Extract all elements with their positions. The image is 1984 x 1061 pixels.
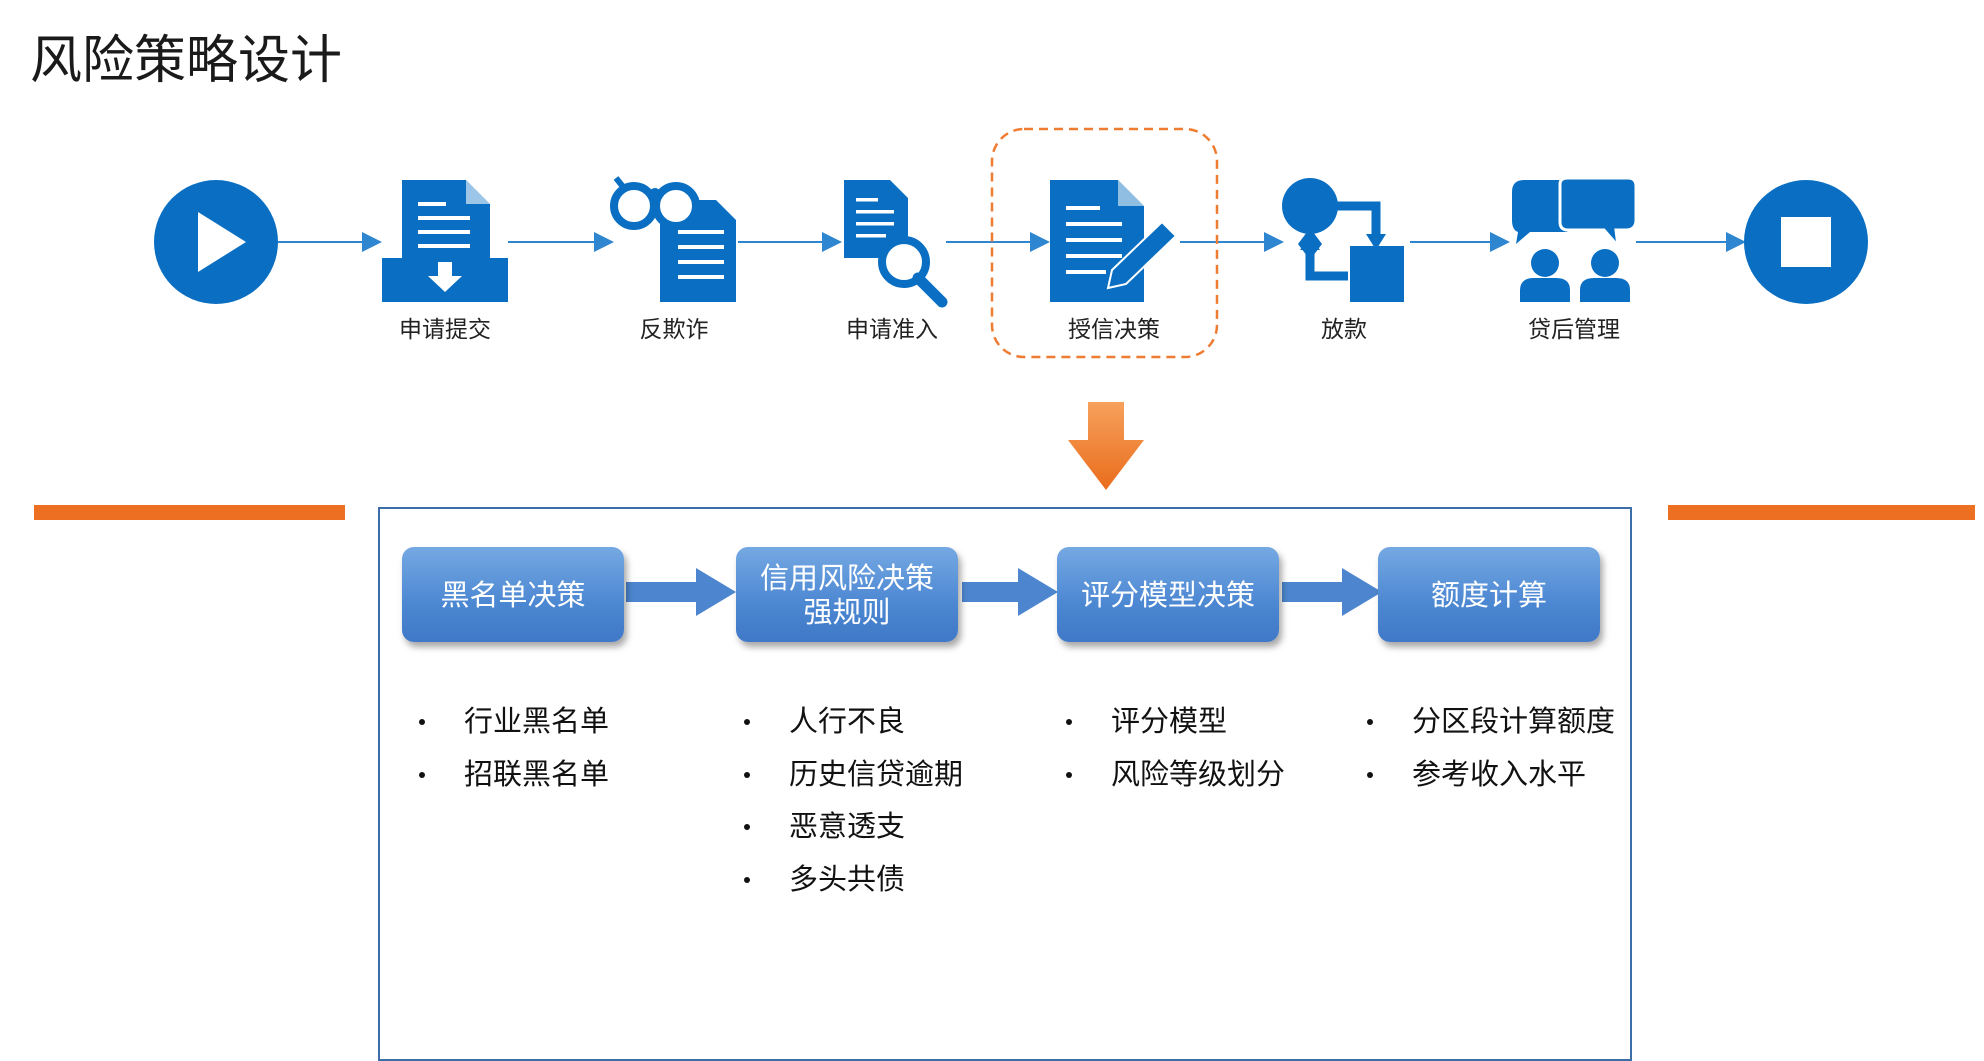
input-item: 设备环境数据: [52, 655, 317, 708]
list-item-label: 历史信贷逾期: [789, 756, 964, 791]
bullets-scoring: 评分模型 风险等级划分: [1066, 695, 1285, 800]
step-label-admission: 申请准入: [846, 317, 938, 343]
input-item-label: 设备环境数据: [114, 664, 289, 698]
list-item-label: 人行不良: [789, 704, 906, 738]
input-item: 月收入、社保缴: [52, 761, 317, 814]
input-panel-title: 输入:: [52, 549, 139, 590]
input-panel-shape: [34, 505, 345, 520]
bullet-dot-icon: [1066, 771, 1072, 778]
stage-label: 信用风险决策: [759, 560, 934, 595]
bullet-dot-icon: [1367, 771, 1373, 778]
play-circle-icon: [154, 180, 278, 304]
stage-label: 黑名单决策: [440, 577, 586, 612]
checkbox-icon: [58, 777, 75, 794]
checkbox-icon: [1690, 674, 1707, 691]
list-item-label: 招联黑名单: [464, 756, 610, 791]
list-item: 恶意透支: [744, 800, 963, 853]
bullet-dot-icon: [419, 771, 425, 778]
highlight-frame: [990, 127, 1219, 359]
stage-scoring: 评分模型决策: [1057, 547, 1279, 642]
bullet-dot-icon: [1066, 719, 1072, 725]
list-item-label: 行业黑名单: [464, 704, 610, 738]
document-download-icon: [382, 180, 508, 302]
transfer-icon: [1282, 178, 1404, 302]
list-item: 多头共债: [744, 853, 963, 906]
page-title: 风险策略设计: [30, 31, 343, 91]
list-item: 评分模型: [1066, 695, 1285, 748]
output-panel: 输出: 通过/拒绝/人工 信用评分 风险等级 额度: [1684, 543, 1940, 817]
output-item: 通过/拒绝/人工: [1684, 605, 1940, 658]
output-panel-title: 输出:: [1684, 552, 1771, 593]
checkbox-icon: [58, 618, 75, 635]
step-label-apply: 申请提交: [399, 317, 491, 343]
output-item: 额度: [1684, 764, 1940, 817]
glasses-document-icon: [610, 176, 736, 302]
stage-label: 评分模型决策: [1080, 577, 1255, 612]
stage-limit: 额度计算: [1378, 547, 1600, 642]
bullet-dot-icon: [419, 719, 425, 725]
list-item-label: 恶意透支: [789, 809, 906, 843]
stage-label: 额度计算: [1430, 577, 1547, 612]
output-item: 风险等级: [1684, 711, 1940, 764]
document-magnifier-icon: [844, 180, 948, 308]
output-item-label: 额度: [1746, 773, 1805, 807]
bullet-dot-icon: [744, 771, 750, 778]
list-item-label: 评分模型: [1111, 704, 1228, 738]
checkbox-icon: [1690, 727, 1707, 744]
input-item-continued: 费基数等: [52, 814, 317, 865]
step-label-antifraud: 反欺诈: [639, 317, 709, 343]
step-label-postloan: 贷后管理: [1528, 317, 1620, 343]
step-label-loan: 放款: [1321, 317, 1367, 343]
input-panel: 输入: 贷款申请资料 设备环境数据 人行征信报告 月收入、社保缴 费基数等: [52, 540, 317, 865]
bullets-credit-risk: 人行不良 历史信贷逾期 恶意透支 多头共债: [744, 695, 963, 905]
bullets-blacklist: 行业黑名单 招联黑名单: [419, 695, 609, 800]
bullets-limit: 分区段计算额度 参考收入水平: [1367, 695, 1615, 800]
bullet-dot-icon: [744, 876, 750, 883]
down-arrow-icon: [1068, 402, 1144, 490]
step-label-credit: 授信决策: [1068, 317, 1160, 343]
checkbox-icon: [58, 724, 75, 741]
list-item: 历史信贷逾期: [744, 748, 963, 801]
bullet-dot-icon: [1367, 719, 1373, 725]
people-chat-icon: [1512, 176, 1638, 302]
list-item: 分区段计算额度: [1367, 695, 1615, 748]
stop-circle-icon: [1744, 180, 1868, 304]
stage-arrow: [962, 568, 1058, 616]
list-item-label: 分区段计算额度: [1412, 704, 1616, 738]
stage-credit-risk: 信用风险决策强规则: [736, 547, 958, 642]
input-item: 贷款申请资料: [52, 602, 317, 655]
list-item: 人行不良: [744, 695, 963, 748]
checkbox-icon: [58, 671, 75, 688]
list-item-label: 多头共债: [789, 861, 906, 896]
input-item-label: 费基数等: [114, 822, 231, 856]
stage-blacklist: 黑名单决策: [402, 547, 624, 642]
stage-label: 强规则: [803, 594, 891, 629]
output-item-label: 风险等级: [1746, 720, 1863, 754]
input-item-label: 贷款申请资料: [114, 611, 289, 645]
list-item: 行业黑名单: [419, 695, 609, 748]
output-item: 信用评分: [1684, 658, 1940, 711]
input-item-label: 月收入、社保缴: [114, 770, 318, 804]
list-item: 风险等级划分: [1066, 748, 1285, 801]
list-item-label: 风险等级划分: [1111, 756, 1286, 791]
process-flow: [34, 127, 1975, 520]
checkbox-icon: [1690, 780, 1707, 797]
stage-arrow: [626, 568, 736, 616]
output-item-label: 信用评分: [1746, 667, 1863, 701]
list-item: 招联黑名单: [419, 748, 609, 801]
list-item-label: 参考收入水平: [1412, 756, 1587, 791]
input-item: 人行征信报告: [52, 708, 317, 761]
output-item-label: 通过/拒绝/人工: [1746, 614, 1940, 648]
bullet-dot-icon: [744, 824, 750, 830]
document-pen-icon: [1050, 180, 1178, 302]
bullet-dot-icon: [744, 719, 750, 725]
output-panel-shape: [1668, 505, 1975, 520]
list-item: 参考收入水平: [1367, 748, 1615, 801]
checkbox-icon: [1690, 621, 1707, 638]
stage-arrow: [1282, 568, 1382, 616]
input-item-label: 人行征信报告: [114, 717, 289, 751]
